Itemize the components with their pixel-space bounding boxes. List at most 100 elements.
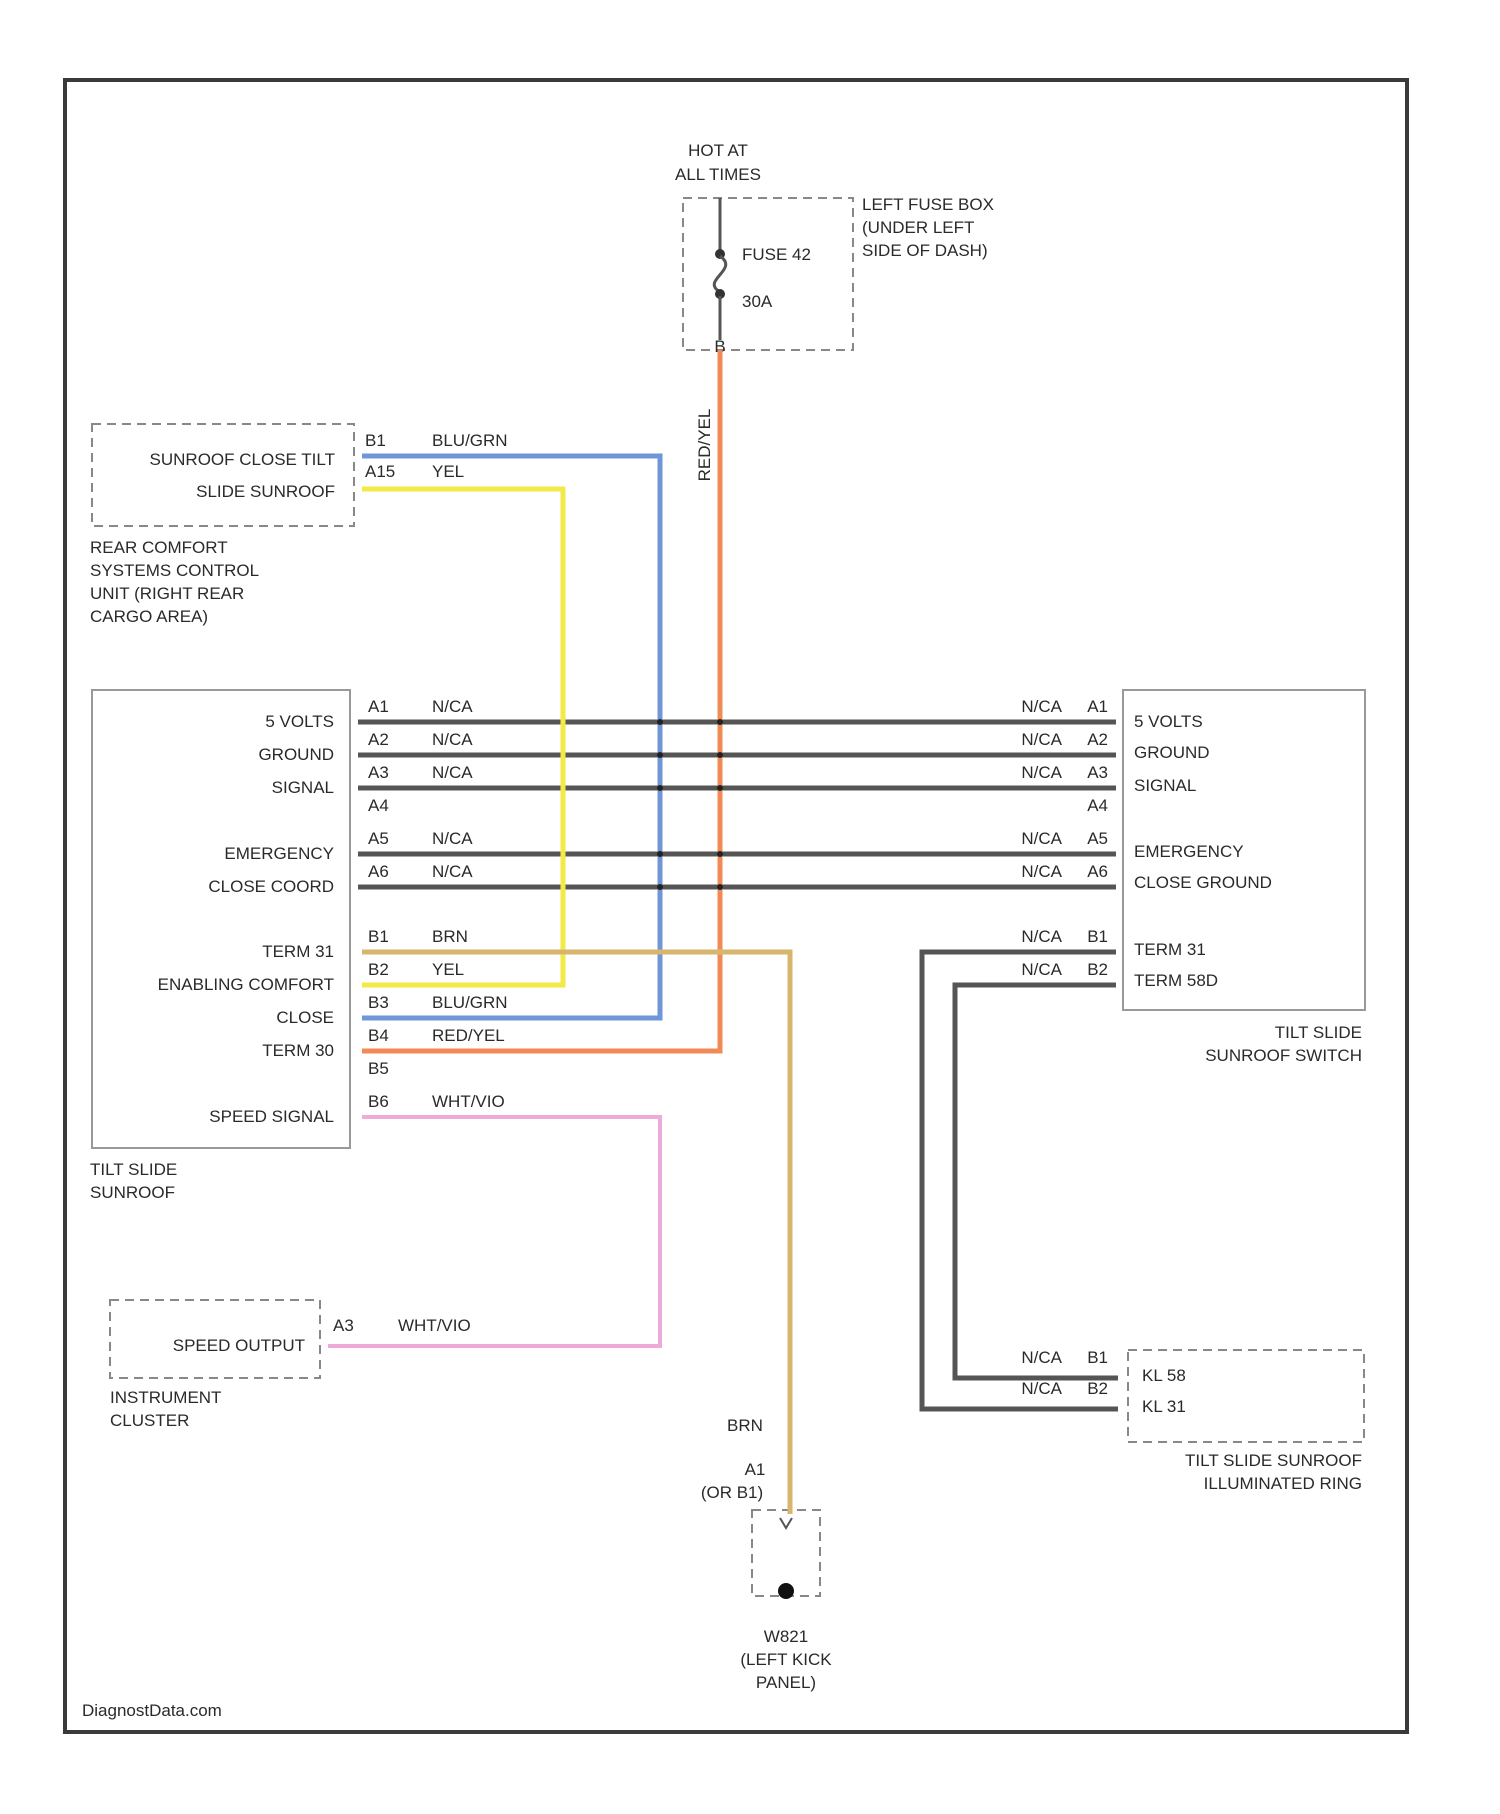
illuminated-ring: N/CA N/CA B1 B2 KL 58 KL 31 TILT SLIDE S… [1021, 1348, 1364, 1493]
ring-name-2: ILLUMINATED RING [1204, 1474, 1362, 1493]
sunroof-label-ground: GROUND [258, 745, 334, 764]
rear-unit-wire-yel: YEL [432, 462, 464, 481]
sunroof-wire-a1: N/CA [432, 697, 473, 716]
fuse-hot-line-1: HOT AT [688, 141, 748, 160]
fuse-box-label-3: SIDE OF DASH) [862, 241, 988, 260]
sunroof-label-close-coord: CLOSE COORD [208, 877, 334, 896]
sunroof-pin-a1: A1 [368, 697, 389, 716]
sunroof-wire-b3: BLU/GRN [432, 993, 508, 1012]
ground-wire-brn: BRN [727, 1416, 763, 1435]
switch-pin-a4: A4 [1087, 796, 1108, 815]
wire-brn [362, 952, 790, 1514]
sunroof-pin-b6: B6 [368, 1092, 389, 1111]
switch-wire-a1: N/CA [1021, 697, 1062, 716]
switch-label-emergency: EMERGENCY [1134, 842, 1244, 861]
sunroof-wire-a5: N/CA [432, 829, 473, 848]
junction-dot [717, 719, 723, 725]
junction-dot [717, 851, 723, 857]
switch-pin-a1: A1 [1087, 697, 1108, 716]
switch-pin-a5: A5 [1087, 829, 1108, 848]
sunroof-pin-a5: A5 [368, 829, 389, 848]
switch-wire-a6: N/CA [1021, 862, 1062, 881]
sunroof-wire-b4: RED/YEL [432, 1026, 505, 1045]
ground-point: BRN A1 (OR B1) W821 (LEFT KICK PANEL) [701, 1416, 832, 1692]
switch-pin-b2: B2 [1087, 960, 1108, 979]
ring-pin-b1: B1 [1087, 1348, 1108, 1367]
ground-pin-a1: A1 [745, 1460, 766, 1479]
switch-pin-a6: A6 [1087, 862, 1108, 881]
ring-outline [1128, 1350, 1364, 1442]
junction-dot [717, 785, 723, 791]
switch-label-term31: TERM 31 [1134, 940, 1206, 959]
instrument-cluster: SPEED OUTPUT A3 WHT/VIO INSTRUMENT CLUST… [110, 1300, 471, 1430]
sunroof-pin-b1: B1 [368, 927, 389, 946]
sunroof-label-signal: SIGNAL [272, 778, 334, 797]
sunroof-module-name-2: SUNROOF [90, 1183, 175, 1202]
sunroof-wire-b1: BRN [432, 927, 468, 946]
switch-label-5v: 5 VOLTS [1134, 712, 1203, 731]
ground-name-2: (LEFT KICK [740, 1650, 832, 1669]
rear-unit-wire-blugrn: BLU/GRN [432, 431, 508, 450]
junction-dot [657, 719, 663, 725]
ring-wire-b2: N/CA [1021, 1379, 1062, 1398]
sunroof-label-term31: TERM 31 [262, 942, 334, 961]
rear-unit-name-3: UNIT (RIGHT REAR [90, 584, 244, 603]
switch-name-1: TILT SLIDE [1275, 1023, 1362, 1042]
switch-label-close-ground: CLOSE GROUND [1134, 873, 1272, 892]
switch-label-signal: SIGNAL [1134, 776, 1196, 795]
fuse-wire-label: RED/YEL [695, 409, 714, 482]
rear-unit-pin-a15: A15 [365, 462, 395, 481]
tilt-slide-sunroof-module: 5 VOLTS GROUND SIGNAL EMERGENCY CLOSE CO… [90, 690, 508, 1202]
sunroof-label-5v: 5 VOLTS [265, 712, 334, 731]
ring-pin-b2: B2 [1087, 1379, 1108, 1398]
ring-label-kl31: KL 31 [1142, 1397, 1186, 1416]
sunroof-module-name-1: TILT SLIDE [90, 1160, 177, 1179]
rear-unit-label-close-tilt: SUNROOF CLOSE TILT [150, 450, 335, 469]
ground-name-1: W821 [764, 1627, 808, 1646]
ring-label-kl58: KL 58 [1142, 1366, 1186, 1385]
ring-name-1: TILT SLIDE SUNROOF [1185, 1451, 1362, 1470]
switch-wire-b2: N/CA [1021, 960, 1062, 979]
cluster-label-speed-output: SPEED OUTPUT [173, 1336, 305, 1355]
fuse-box-label-2: (UNDER LEFT [862, 218, 974, 237]
sunroof-wire-a6: N/CA [432, 862, 473, 881]
sunroof-pin-b3: B3 [368, 993, 389, 1012]
junction-dot [657, 884, 663, 890]
wire-blu-grn [362, 456, 660, 1018]
sunroof-wire-a2: N/CA [432, 730, 473, 749]
switch-label-term58d: TERM 58D [1134, 971, 1218, 990]
footer-watermark: DiagnostData.com [82, 1701, 222, 1720]
sunroof-label-close: CLOSE [276, 1008, 334, 1027]
switch-pin-b1: B1 [1087, 927, 1108, 946]
wire-term31-ring [922, 952, 1118, 1409]
sunroof-wire-b2: YEL [432, 960, 464, 979]
fuse-box-outline [683, 198, 853, 350]
junction-dot [657, 851, 663, 857]
sunroof-label-term30: TERM 30 [262, 1041, 334, 1060]
junction-dot [717, 884, 723, 890]
junction-dot [657, 785, 663, 791]
sunroof-label-emergency: EMERGENCY [224, 844, 334, 863]
sunroof-pin-b4: B4 [368, 1026, 389, 1045]
switch-wire-a3: N/CA [1021, 763, 1062, 782]
sunroof-switch-module: 5 VOLTS GROUND SIGNAL EMERGENCY CLOSE GR… [1021, 690, 1365, 1065]
switch-label-ground: GROUND [1134, 743, 1210, 762]
switch-wire-a5: N/CA [1021, 829, 1062, 848]
cluster-name-1: INSTRUMENT [110, 1388, 221, 1407]
rear-unit-name-1: REAR COMFORT [90, 538, 228, 557]
sunroof-pin-a3: A3 [368, 763, 389, 782]
sunroof-pin-b2: B2 [368, 960, 389, 979]
ground-icon [778, 1583, 794, 1599]
fuse-amps: 30A [742, 292, 773, 311]
rear-unit-name-4: CARGO AREA) [90, 607, 208, 626]
ground-name-3: PANEL) [756, 1673, 816, 1692]
rear-unit-outline [92, 424, 354, 526]
junction-dot [717, 752, 723, 758]
ground-pin-or-b1: (OR B1) [701, 1483, 763, 1502]
rear-unit-pin-b1: B1 [365, 431, 386, 450]
switch-pin-a2: A2 [1087, 730, 1108, 749]
sunroof-wire-b6: WHT/VIO [432, 1092, 505, 1111]
wire-term58d-ring [955, 985, 1118, 1378]
sunroof-label-speed: SPEED SIGNAL [209, 1107, 334, 1126]
